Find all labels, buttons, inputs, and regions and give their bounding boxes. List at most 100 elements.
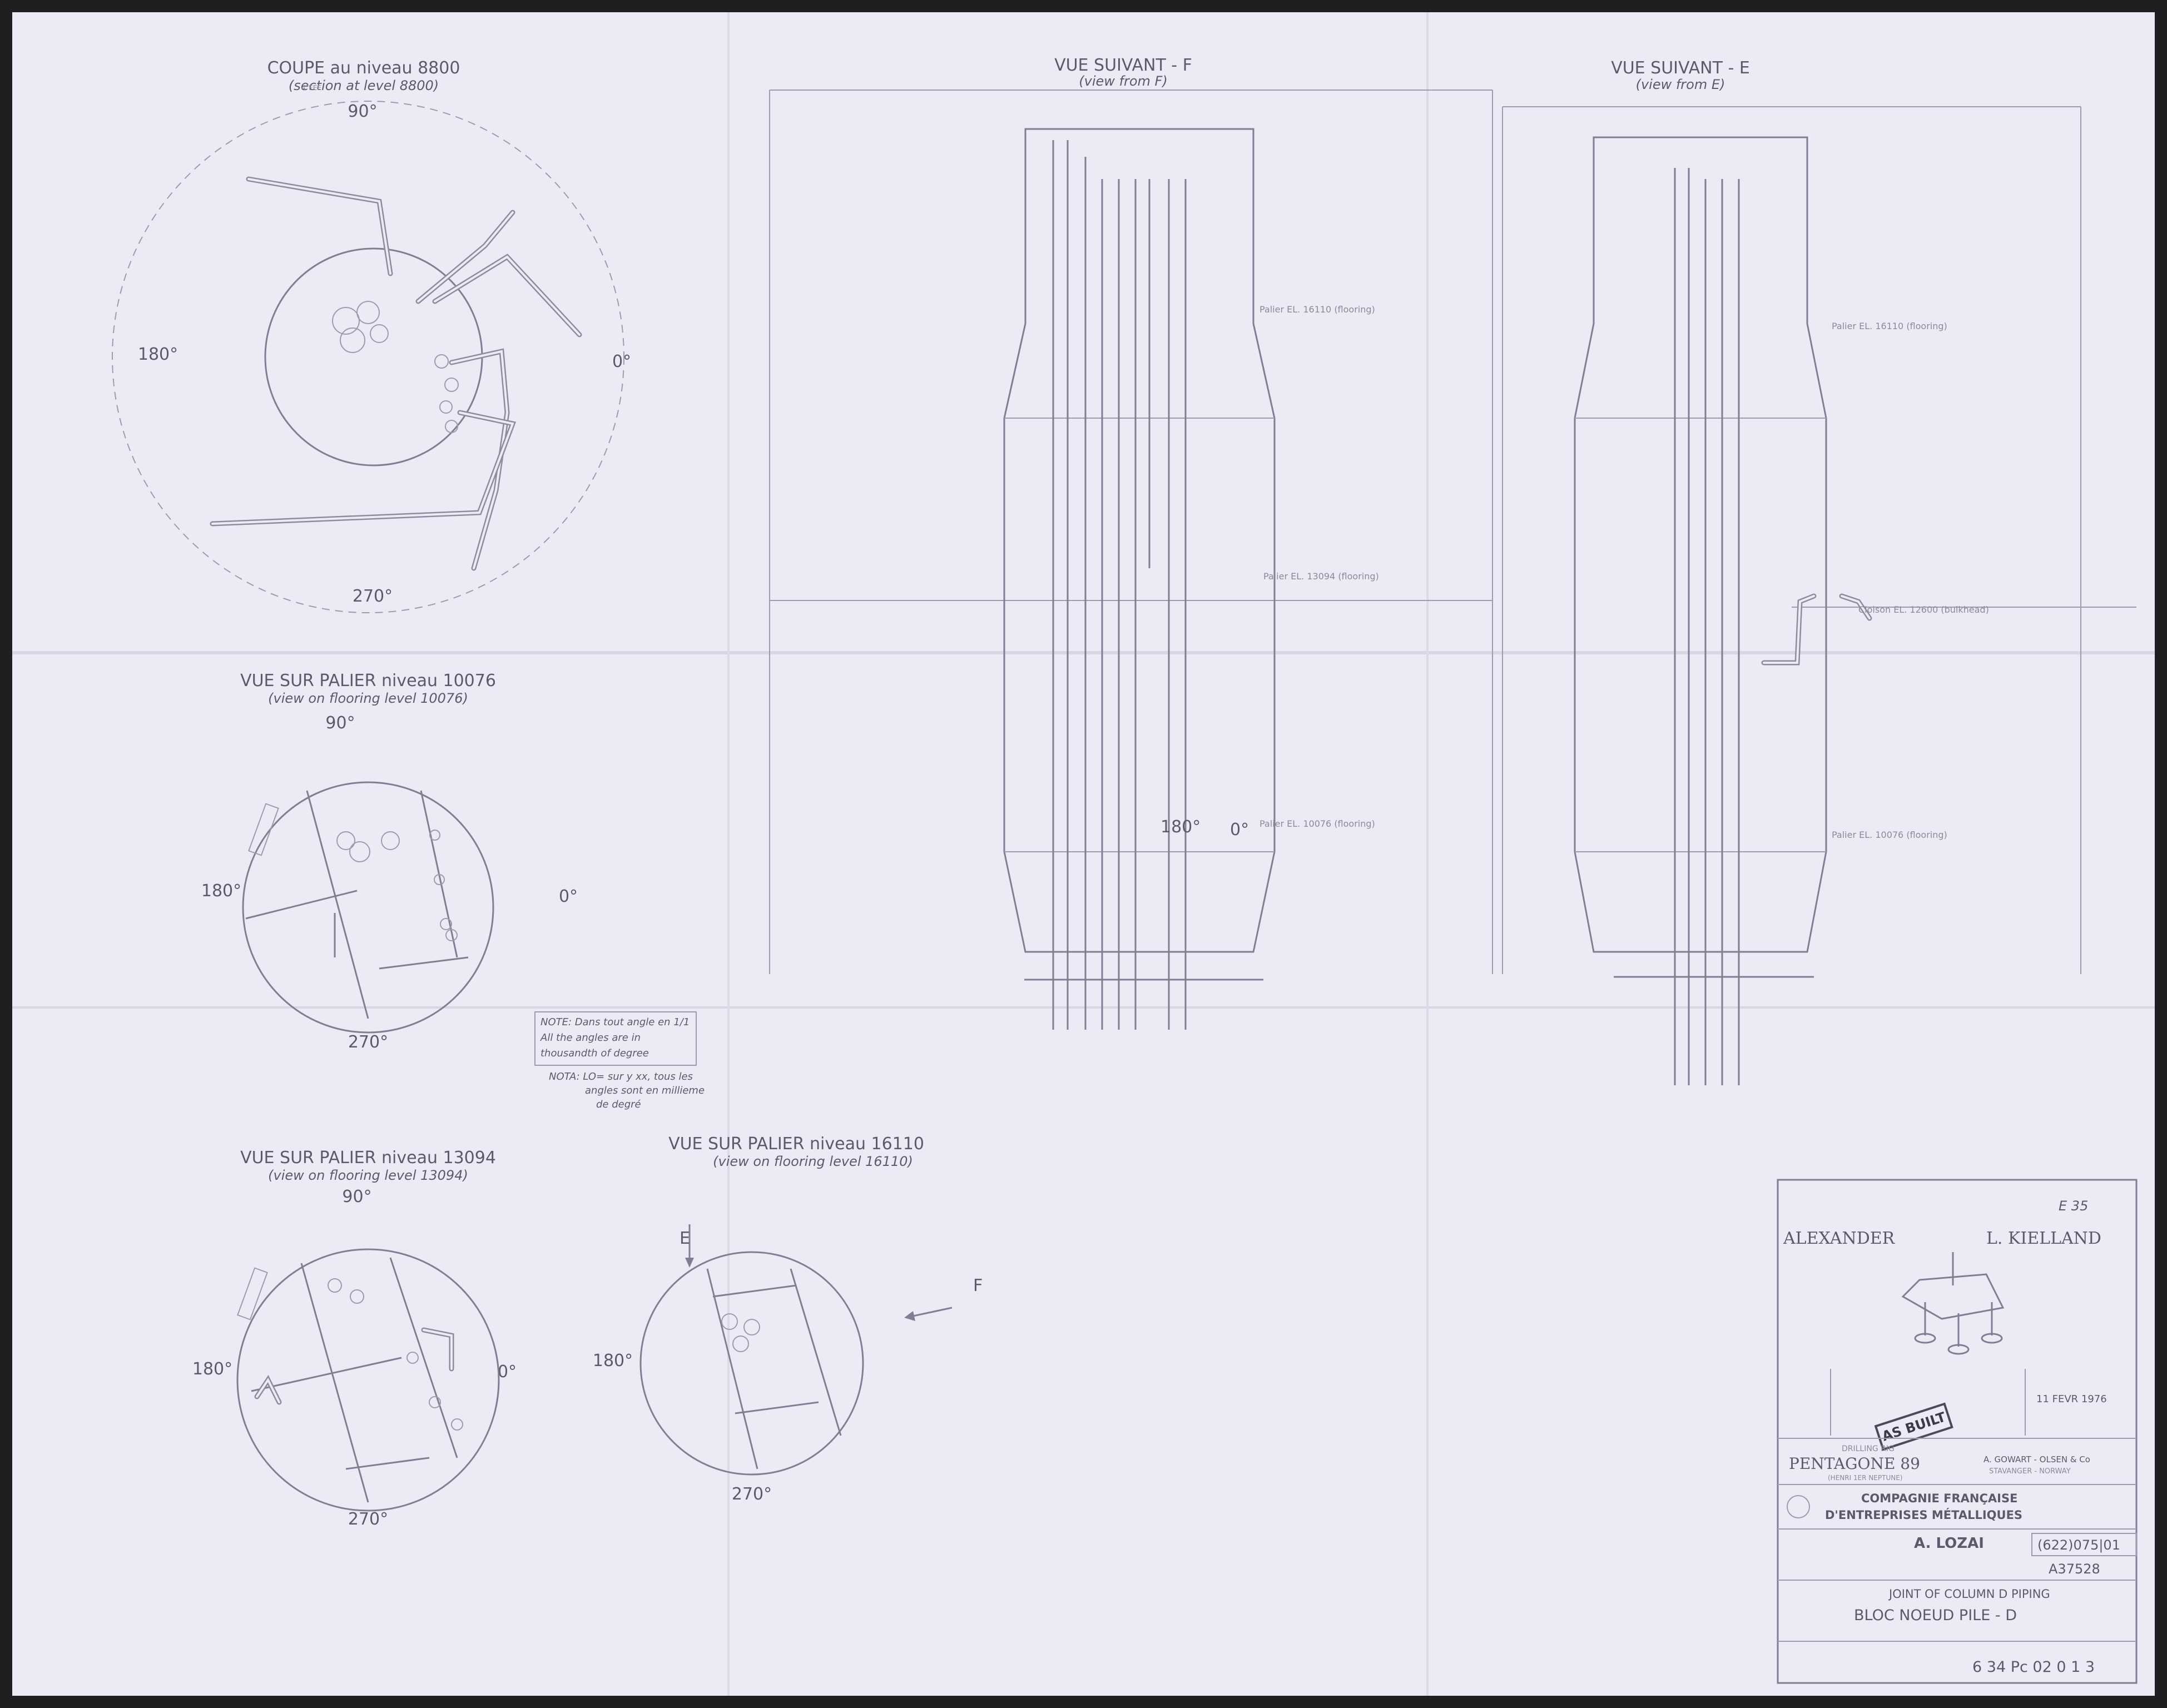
drawn-by: A. LOZAI — [1914, 1535, 1984, 1552]
angle-180: 180° — [593, 1351, 633, 1371]
angle-0: 0° — [498, 1362, 517, 1382]
level-16110: Palier EL. 16110 (flooring) — [1832, 321, 1947, 331]
vertical-pipes — [1052, 140, 1187, 1030]
ship-name-right: L. KIELLAND — [1986, 1229, 2101, 1248]
pipe-penetration — [451, 1418, 463, 1431]
pipe-run — [1761, 593, 1872, 666]
rig-label: DRILLING RIG — [1842, 1444, 1895, 1453]
level-10076: Palier EL. 10076 (flooring) — [1259, 818, 1375, 829]
angle-label: 180° — [1161, 817, 1201, 837]
angle-180: 180° — [192, 1359, 232, 1379]
rig-sketch — [1901, 1252, 2005, 1355]
outer-reference-circle — [112, 101, 624, 613]
title-block-frame — [1777, 1179, 2138, 1684]
column-outline — [264, 247, 483, 466]
note-boxed-line3: thousandth of degree — [540, 1047, 649, 1059]
view-arrow-e-head — [685, 1258, 694, 1268]
drawing-number-box — [2031, 1533, 2137, 1556]
pipe-penetration — [434, 874, 445, 885]
sheet-number: 6 34 Pc 02 0 1 3 — [1972, 1659, 2095, 1676]
floor-beam — [300, 1263, 369, 1503]
angle-90: 90° — [342, 1187, 371, 1206]
owner: A. GOWART - OLSEN & Co — [1983, 1454, 2090, 1464]
pipe-penetration — [332, 307, 360, 335]
owner-sub: STAVANGER - NORWAY — [1989, 1467, 2071, 1476]
column-outline — [1574, 136, 1827, 953]
pipe-run — [210, 176, 582, 571]
bulkhead-12600: Cloison EL. 12600 (bulkhead) — [1858, 604, 1989, 615]
view-f-title: VUE SUIVANT - F — [1054, 56, 1192, 75]
issue-date: 11 FEVR 1976 — [2036, 1393, 2107, 1405]
flooring-10076-subtitle: (view on flooring level 10076) — [268, 691, 468, 706]
title-block-ref-top: E 35 — [2059, 1198, 2088, 1214]
pipe-penetration — [429, 830, 440, 841]
drawing-number: (622)075|01 — [2037, 1537, 2120, 1553]
angle-90: 90° — [325, 713, 355, 733]
floor-beam — [790, 1268, 842, 1436]
pipe-penetration — [440, 918, 452, 930]
angle-90: 90° — [348, 102, 377, 121]
pipe-penetration — [370, 324, 389, 343]
angle-270: 270° — [732, 1484, 772, 1504]
company-line2: D'ENTREPRISES MÉTALLIQUES — [1825, 1508, 2022, 1522]
pipe-penetration — [445, 929, 458, 941]
column-outline — [639, 1251, 864, 1476]
column-outline — [236, 1248, 500, 1512]
angle-270: 270° — [348, 1510, 388, 1529]
floor-beam — [379, 956, 469, 970]
view-arrow-f-label: F — [973, 1276, 983, 1295]
angle-0: 0° — [559, 887, 578, 906]
note-line3: de degré — [596, 1099, 641, 1110]
floor-beam — [251, 1357, 402, 1392]
note-line1: NOTA: LO= sur y xx, tous les — [549, 1071, 693, 1083]
flooring-13094-view: VUE SUR PALIER niveau 13094 (view on flo… — [192, 1148, 517, 1529]
angle-270: 270° — [353, 587, 393, 606]
flooring-16110-subtitle: (view on flooring level 16110) — [713, 1154, 913, 1169]
pipe-penetration — [356, 301, 380, 324]
title-block: E 35 ALEXANDER L. KIELLAND AS BUILT 11 F… — [1777, 1179, 2138, 1684]
note-box — [534, 1011, 697, 1066]
view-arrow-e-label: E — [680, 1229, 690, 1248]
level-13094: Palier EL. 13094 (flooring) — [1263, 571, 1379, 582]
angle-270: 270° — [348, 1032, 388, 1052]
drawing-sheet: COUPE au niveau 8800 (section at level 8… — [12, 12, 2155, 1696]
floor-beam — [245, 890, 358, 920]
pipe-penetration — [350, 1289, 364, 1304]
view-from-f: VUE SUIVANT - F (view from F) 180° 0° Pa… — [769, 56, 1493, 1030]
annotation: 4"EEE — [301, 84, 321, 92]
floor-beam — [706, 1268, 758, 1469]
note-boxed-line1: NOTE: Dans tout angle en 1/1 — [540, 1016, 690, 1028]
note-line2: angles sont en millieme — [585, 1085, 705, 1096]
pipe-penetration — [732, 1335, 749, 1352]
angle-note: NOTE: Dans tout angle en 1/1 All the ang… — [534, 1011, 705, 1110]
ship-name-left: ALEXANDER — [1783, 1229, 1896, 1248]
view-f-subtitle: (view from F) — [1079, 73, 1167, 89]
company-logo — [1787, 1495, 1810, 1518]
pipe-penetration — [439, 400, 453, 414]
floor-beam — [712, 1284, 797, 1298]
note-boxed-line2: All the angles are in — [540, 1032, 641, 1044]
pipe-penetration — [381, 831, 400, 850]
hatch-plate — [248, 803, 279, 856]
view-arrow-f — [913, 1307, 953, 1317]
flooring-13094-title: VUE SUR PALIER niveau 13094 — [240, 1148, 496, 1168]
column-outline — [242, 781, 494, 1034]
angle-180: 180° — [201, 881, 241, 901]
piping-drawing: COUPE au niveau 8800 (section at level 8… — [12, 12, 2155, 1696]
view-e-subtitle: (view from E) — [1636, 77, 1725, 92]
floor-beam — [389, 1257, 458, 1458]
flooring-16110-view: VUE SUR PALIER niveau 16110 (view on flo… — [593, 1134, 983, 1504]
as-built-stamp: AS BUILT — [1874, 1402, 1953, 1451]
section-8800-subtitle: (section at level 8800) — [289, 78, 439, 93]
subject-fr: BLOC NOEUD PILE - D — [1854, 1607, 2017, 1624]
pipe-penetration — [429, 1396, 441, 1408]
view-arrow-f-head — [904, 1311, 915, 1321]
company-line1: COMPAGNIE FRANÇAISE — [1861, 1492, 2017, 1505]
floor-beam — [735, 1401, 819, 1414]
flooring-16110-title: VUE SUR PALIER niveau 16110 — [668, 1134, 924, 1154]
rig-subname: (HENRI 1ER NEPTUNE) — [1828, 1474, 1902, 1482]
angle-0: 0° — [612, 352, 631, 371]
reference-number: A37528 — [2049, 1561, 2100, 1577]
flooring-13094-subtitle: (view on flooring level 13094) — [268, 1168, 468, 1183]
vertical-pipes — [1674, 168, 1740, 1085]
